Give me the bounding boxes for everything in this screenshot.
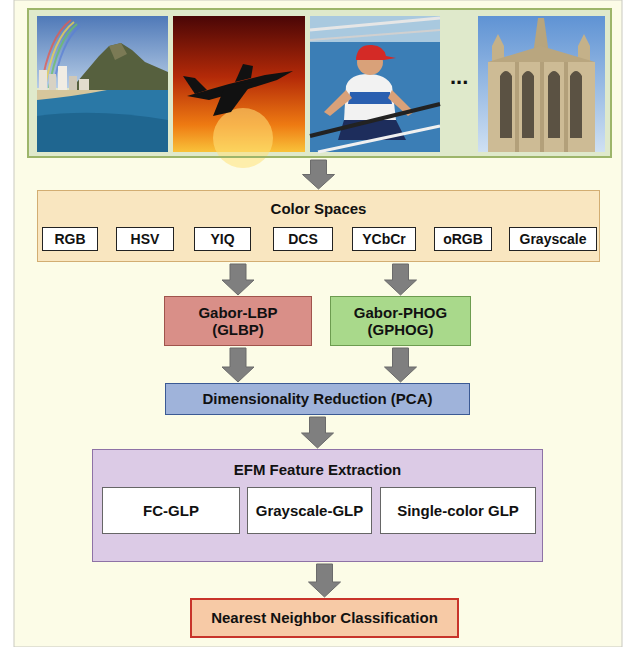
color-space-box: oRGB [434, 227, 492, 251]
box-label: oRGB [443, 231, 483, 247]
box-label: Nearest Neighbor Classification [211, 609, 438, 626]
feature-band: EFM Feature ExtractionFC-GLP Grayscale-GL… [92, 449, 543, 562]
image-panel: ... [27, 8, 612, 158]
block-arrow [222, 348, 254, 382]
box-label: Single-color GLP [397, 502, 519, 519]
church-wall [488, 62, 595, 152]
box-label: Gabor-LBP (GLBP) [188, 304, 288, 339]
cap [356, 45, 396, 60]
sunset-photo [173, 16, 305, 168]
block-arrow [385, 264, 417, 295]
jet-silhouette [183, 76, 207, 94]
water [310, 16, 440, 152]
box-label: Gabor-PHOG (GPHOG) [345, 304, 457, 339]
oar [310, 18, 440, 30]
figure-ground [14, 0, 622, 647]
color-space-box: HSV [116, 227, 174, 251]
buttress [540, 62, 544, 152]
window [570, 71, 582, 138]
band-title: EFM Feature Extraction [93, 461, 542, 478]
arm [324, 90, 352, 116]
image-panel-fill [27, 8, 612, 158]
beach-photo [37, 16, 168, 152]
box-label: ... [450, 64, 468, 89]
feature-variant-box: Grayscale-GLP [247, 487, 372, 534]
box-label: HSV [131, 231, 160, 247]
beach [37, 90, 107, 100]
window [500, 71, 512, 138]
boat-edge [318, 126, 440, 152]
block-arrow [302, 417, 334, 448]
process-box: Dimensionality Reduction (PCA) [165, 383, 470, 415]
feature-variant-box: Single-color GLP [380, 487, 536, 534]
sun-glow [213, 108, 273, 168]
box-label: Dimensionality Reduction (PCA) [202, 390, 432, 407]
shirt-stripe [348, 92, 392, 104]
box-label: Grayscale-GLP [256, 502, 364, 519]
box-label: RGB [54, 231, 85, 247]
color-space-band: Color SpacesRGB HSV YIQ DCS YCbCr oRGB Graysca… [37, 190, 600, 262]
window [522, 71, 534, 138]
block-arrow [303, 160, 335, 189]
box-label: DCS [288, 231, 318, 247]
mountain [109, 43, 127, 60]
block-arrow [222, 264, 254, 295]
color-space-box: Grayscale [509, 227, 597, 251]
classifier-box: Nearest Neighbor Classification [190, 598, 459, 638]
cathedral-photo [478, 16, 605, 152]
mountain [77, 43, 168, 90]
box-label: FC-GLP [143, 502, 199, 519]
building [39, 70, 47, 90]
block-arrow [309, 564, 341, 597]
color-space-box: YIQ [194, 227, 251, 251]
jet-silhouette [235, 64, 253, 82]
block-arrow [385, 348, 417, 382]
building [58, 66, 67, 90]
roof [488, 46, 595, 62]
sky [478, 16, 605, 152]
buttress [515, 62, 519, 152]
rower-photo [310, 16, 440, 152]
band-title: Color Spaces [38, 200, 599, 217]
window [548, 71, 560, 138]
feature-box: Gabor-PHOG (GPHOG) [330, 296, 471, 346]
oar [310, 30, 440, 40]
buttress [564, 62, 568, 152]
shorts [338, 120, 406, 140]
box-label: Grayscale [520, 231, 587, 247]
building [79, 79, 89, 90]
shore [310, 16, 440, 42]
building [69, 76, 77, 90]
color-space-box: RGB [42, 227, 98, 251]
color-space-box: YCbCr [352, 227, 416, 251]
feature-variant-box: FC-GLP [102, 487, 240, 534]
jet-silhouette [213, 82, 253, 116]
building [49, 74, 56, 90]
sea [37, 113, 168, 152]
box-label: YIQ [210, 231, 234, 247]
box-label: YCbCr [362, 231, 406, 247]
sea [37, 90, 168, 152]
shirt [344, 74, 396, 120]
color-space-box: DCS [273, 227, 333, 251]
feature-box: Gabor-LBP (GLBP) [164, 296, 312, 346]
